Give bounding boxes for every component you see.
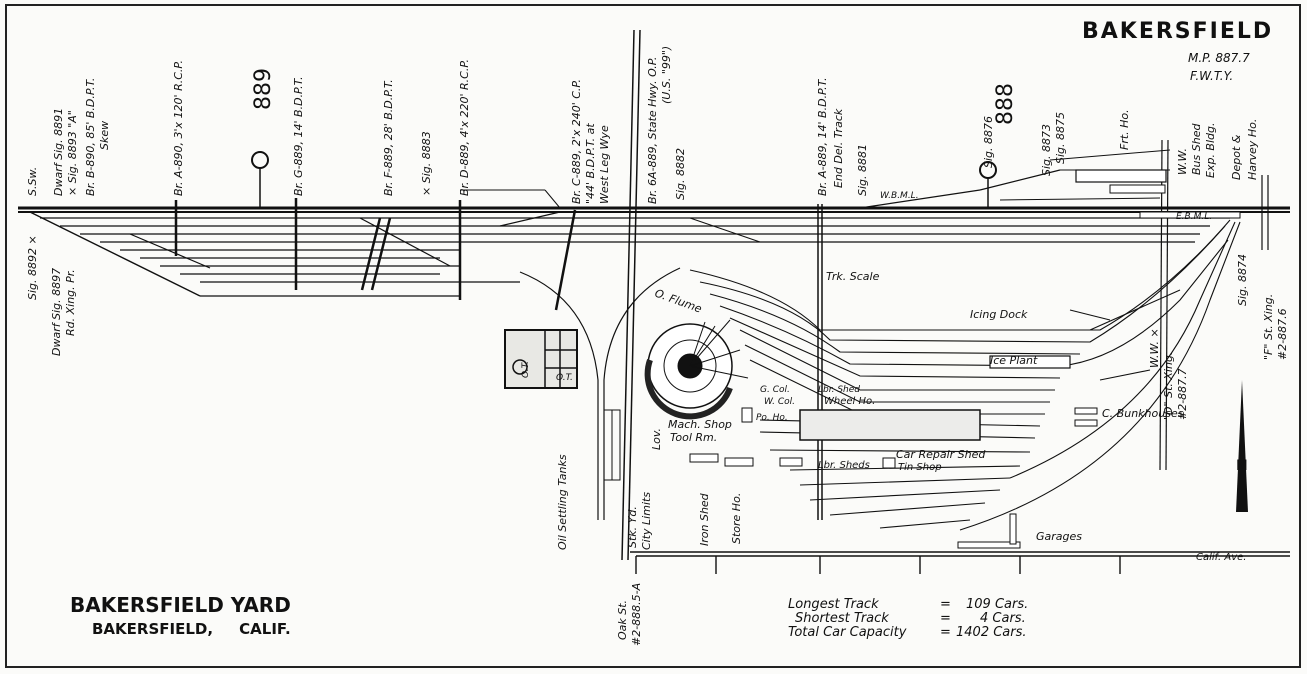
rotated-labels: S.Sw. Sig. 8892 × Dwarf Sig. 8891 × Sig.… — [26, 46, 1289, 646]
label-brc889b: "44' B.D.P.T. at — [584, 123, 597, 204]
label-ot2: O.T. — [521, 361, 531, 378]
label-garages: Garages — [1036, 530, 1082, 543]
street — [630, 551, 1290, 574]
label-enddel: End Del. Track — [832, 108, 845, 188]
label-dstxing2: #2-887.7 — [1176, 368, 1189, 420]
label-ssw: S.Sw. — [26, 167, 39, 196]
label-brg889: Br. G-889, 14' B.D.P.T. — [292, 76, 305, 196]
label-us99: (U.S. "99") — [660, 46, 673, 104]
label-dstxing1: "D" St. Xing. — [1162, 352, 1175, 420]
label-ww2: W.W. × — [1148, 328, 1161, 368]
label-busshed: Bus Shed — [1190, 123, 1203, 175]
label-sig8893: × Sig. 8893 "A" — [66, 110, 79, 196]
label-oakst1: Oak St. — [616, 600, 629, 640]
label-br6a889: Br. 6A-889, State Hwy. O.P. — [646, 57, 659, 204]
station-code: F.W.T.Y. — [1190, 69, 1233, 83]
label-cbunk: C. Bunkhouses — [1102, 407, 1184, 420]
label-rdxing: Rd. Xing. Pr. — [64, 269, 77, 336]
horizontal-labels: W.B.M.L. E.B.M.L. Trk. Scale Icing Dock … — [556, 191, 1246, 563]
label-ironshed: Iron Shed — [698, 492, 711, 546]
label-brc889c: West Leg Wye — [598, 125, 611, 204]
north-label: N — [1236, 458, 1248, 474]
stat-total-value: 1402 Cars. — [956, 625, 1027, 640]
stat-shortest-eq: = — [940, 611, 951, 626]
stat-longest-eq: = — [940, 597, 951, 612]
label-brf889: Br. F-889, 28' B.D.P.T. — [382, 79, 395, 196]
label-sig8873: Sig. 8873 — [1040, 124, 1053, 176]
label-carrepair: Car Repair Shed — [896, 448, 986, 461]
label-wbml: W.B.M.L. — [880, 191, 919, 201]
label-oakst2: #2-888.5-A — [630, 583, 643, 646]
label-lbrsheds: Lbr. Sheds — [818, 460, 870, 471]
label-wheelho: Wheel Ho. — [824, 396, 875, 407]
stat-shortest-label: Shortest Track — [795, 611, 889, 626]
roundhouse — [644, 319, 749, 420]
label-poho: Po. Ho. — [756, 413, 788, 423]
label-sig8875: Sig. 8875 — [1054, 112, 1067, 164]
label-trkscale: Trk. Scale — [826, 270, 880, 283]
label-sig8892: Sig. 8892 × — [26, 235, 39, 300]
label-sig8881: Sig. 8881 — [856, 144, 869, 196]
label-brb890: Br. B-890, 85' B.D.P.T. — [84, 78, 97, 196]
label-tinshop: Tin Shop — [898, 462, 942, 473]
label-sig8882: Sig. 8882 — [674, 148, 687, 200]
milepost: M.P. 887.7 — [1188, 51, 1250, 65]
stat-longest-label: Longest Track — [788, 597, 879, 612]
map-border — [5, 4, 1301, 668]
capacity-stats: Longest Track = 109 Cars. Shortest Track… — [788, 597, 1028, 640]
stat-longest-value: 109 Cars. — [966, 597, 1028, 612]
label-sig8874: Sig. 8874 — [1236, 254, 1249, 306]
label-iceplant: Ice Plant — [990, 354, 1038, 367]
label-storeho: Store Ho. — [730, 493, 743, 544]
station-title: BAKERSFIELD — [1082, 19, 1273, 44]
label-fstxing1: "F" St. Xing. — [1262, 294, 1275, 360]
buildings — [689, 169, 1241, 549]
label-lov: Lov. — [650, 428, 663, 450]
yard-location: BAKERSFIELD, CALIF. — [92, 620, 291, 638]
stat-shortest-value: 4 Cars. — [980, 611, 1026, 626]
overpass-lines — [621, 29, 1269, 561]
bridges — [174, 198, 823, 520]
label-fstxing2: #2-887.6 — [1276, 308, 1289, 360]
label-brd889: Br. D-889, 4'x 220' R.C.P. — [458, 59, 471, 196]
label-toolrm: Tool Rm. — [670, 431, 717, 444]
label-expbldg: Exp. Bldg. — [1204, 123, 1217, 179]
label-wcol: W. Col. — [764, 397, 795, 407]
right-yard-tracks — [689, 219, 1241, 531]
label-dwarf8891: Dwarf Sig. 8891 — [52, 108, 65, 196]
signal-889-label: 889 — [251, 68, 276, 110]
stat-total-label: Total Car Capacity — [788, 625, 907, 640]
label-ot: O.T. — [556, 373, 573, 383]
label-sig8883: × Sig. 8883 — [420, 131, 433, 196]
stat-total-eq: = — [940, 625, 951, 640]
label-oiltanks: Oil Settling Tanks — [556, 454, 569, 550]
label-gcol: G. Col. — [760, 385, 790, 395]
label-icingdock: Icing Dock — [970, 308, 1028, 321]
label-ebml: E.B.M.L. — [1176, 212, 1212, 222]
label-harvey: Harvey Ho. — [1246, 119, 1259, 180]
label-depot: Depot & — [1230, 134, 1243, 180]
signal-888-label: 888 — [993, 83, 1018, 125]
label-bra890: Br. A-890, 3'x 120' R.C.P. — [172, 60, 185, 196]
label-bra889b: Br. A-889, 14' B.D.P.T. — [816, 77, 829, 196]
oil-tank-area — [504, 267, 681, 520]
label-ww: W.W. — [1176, 148, 1189, 175]
label-dwarf8897: Dwarf Sig. 8897 — [50, 268, 63, 356]
label-skew: Skew — [98, 121, 111, 150]
label-brc889a: Br. C-889, 2'x 240' C.P. — [570, 79, 583, 204]
signal-889: 889 — [251, 68, 276, 208]
label-frtho: Frt. Ho. — [1118, 109, 1131, 150]
label-califave: Calif. Ave. — [1196, 552, 1246, 563]
north-arrow: N — [1236, 380, 1248, 512]
label-oflume: O. Flume — [653, 287, 704, 316]
label-lbrshed: Lbr. Shed — [818, 385, 860, 395]
label-stkyd: Stk. Yd. — [626, 506, 639, 548]
label-machshop: Mach. Shop — [668, 418, 732, 431]
yard-title: BAKERSFIELD YARD — [70, 593, 291, 617]
label-sig8876: Sig. 8876 — [982, 116, 995, 168]
signal-888: 888 — [979, 83, 1018, 208]
label-citylimits: City Limits — [640, 492, 653, 550]
